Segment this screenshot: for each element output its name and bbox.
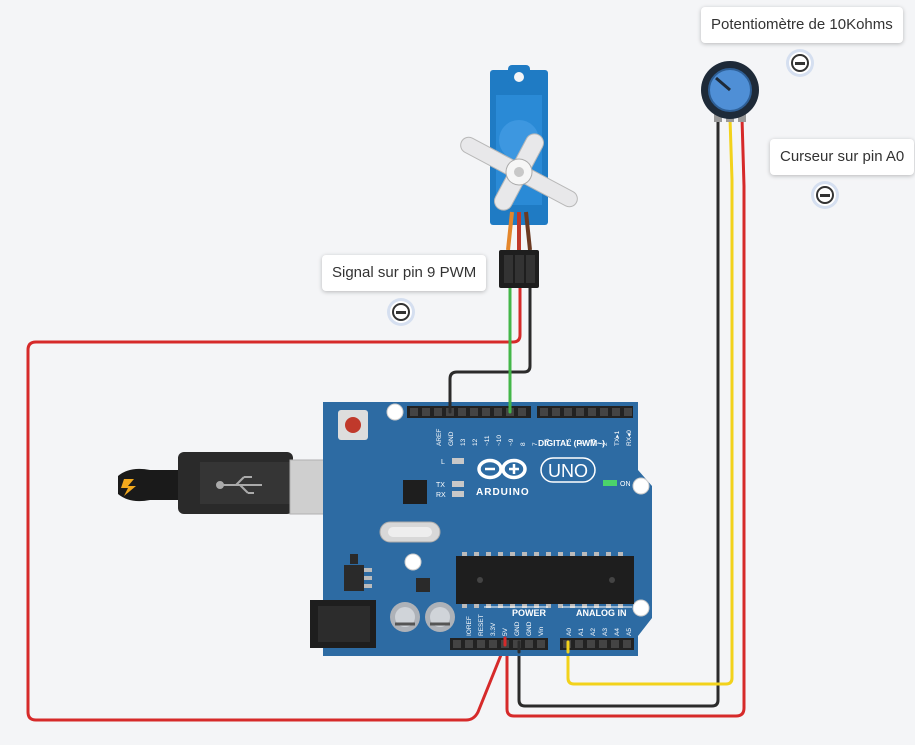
pin-label: ~10 [496,435,503,446]
pin-label: RESET [478,614,485,636]
arduino-logo-icon [477,458,527,480]
pin-label: 7 [532,442,539,446]
wiper-note-text: Curseur sur pin A0 [780,148,905,165]
arduino-uno-board[interactable]: AREF GND 13 12 ~11 ~10 ~9 8 7 ~6 ~5 4 ~3 2 TX▸1 RX◂0 DI… [310,402,652,656]
pot-indicator [715,76,731,92]
pin-label: 5V [502,627,509,636]
mount-hole [632,477,650,495]
small-ic [416,578,430,592]
minus-circle-icon[interactable] [814,184,836,206]
pin-label: AREF [436,429,443,446]
servo-horn [460,133,578,211]
potentiometer-note[interactable]: Potentiomètre de 10Kohms [701,7,903,43]
servo-motor[interactable] [442,65,596,288]
pin-label: RX◂0 [626,430,633,446]
led-l-label: L [441,459,445,466]
led-l [452,458,464,464]
pin-label: 3.3V [490,622,497,636]
pin-label: ~5 [566,438,573,446]
digital-pin-labels: AREF GND 13 12 ~11 ~10 ~9 8 7 ~6 ~5 4 ~3 2 TX▸1 RX◂0 [436,429,633,446]
pin-label: IOREF [466,616,473,636]
pin-label: GND [526,621,533,636]
pin-label: 13 [460,438,467,446]
wiper-note[interactable]: Curseur sur pin A0 [770,139,915,175]
plug-icon [121,479,136,496]
digital-header-2 [537,406,633,418]
led-on [603,480,617,486]
atmega328-chip [456,556,634,604]
uno-text: UNO [548,461,588,481]
potentiometer-note-text: Potentiomètre de 10Kohms [711,16,893,33]
mount-hole [404,553,422,571]
minus-circle-icon[interactable] [789,52,811,74]
on-label: ON [620,481,631,488]
led-rx-label: RX [436,492,446,499]
power-pin-labels: IOREF RESET 3.3V 5V GND GND Vin [466,614,545,636]
digital-label: DIGITAL (PWM~) [538,438,605,448]
led-rx [452,491,464,497]
uno-badge [540,457,596,483]
wire-servo-power[interactable] [26,283,522,722]
pin-label: A4 [614,628,621,636]
wire-pot-ground[interactable] [517,116,720,708]
pin-label: 12 [472,438,479,446]
pin-label: GND [448,431,455,446]
signal-note[interactable]: Signal sur pin 9 PWM [322,255,487,291]
wires [26,116,746,722]
led-tx-label: TX [436,482,445,489]
mount-hole [632,599,650,617]
usb-icon [216,476,262,494]
voltage-regulator [344,565,364,591]
usb-chip [403,480,427,504]
pin-label: GND [514,621,521,636]
pin-label: ~3 [590,438,597,446]
pin-label: 4 [578,442,585,446]
pin-label: A0 [566,628,573,636]
wire-servo-ground[interactable] [448,283,532,412]
potentiometer[interactable] [701,61,759,122]
pin-label: A3 [602,628,609,636]
analog-header [560,638,634,650]
pin-label: ~9 [508,438,515,446]
wire-pot-power[interactable] [505,116,746,718]
mount-hole [386,403,404,421]
servo-mount-hole [514,72,524,82]
pin-label: ~6 [544,438,551,446]
pin-label: A5 [626,628,633,636]
servo-lead-brown [524,211,532,251]
pin-label: TX▸1 [614,430,621,446]
pin-label: Vin [538,626,545,636]
arduino-logo-text: ARDUINO [476,487,530,498]
power-header [450,638,548,650]
servo-lead-orange [506,211,514,251]
pin-label: 8 [520,442,527,446]
power-label: POWER [512,608,547,618]
led-tx [452,481,464,487]
analog-pin-labels: A0 A1 A2 A3 A4 A5 [566,628,633,636]
pin-label: ~11 [484,435,491,446]
minus-circle-icon[interactable] [390,301,412,323]
pin-label: A1 [578,628,585,636]
wire-pot-wiper[interactable] [566,116,734,686]
analog-label: ANALOG IN [576,608,627,618]
signal-note-text: Signal sur pin 9 PWM [332,264,477,281]
pin-label: A2 [590,628,597,636]
pin-label: 2 [602,442,609,446]
